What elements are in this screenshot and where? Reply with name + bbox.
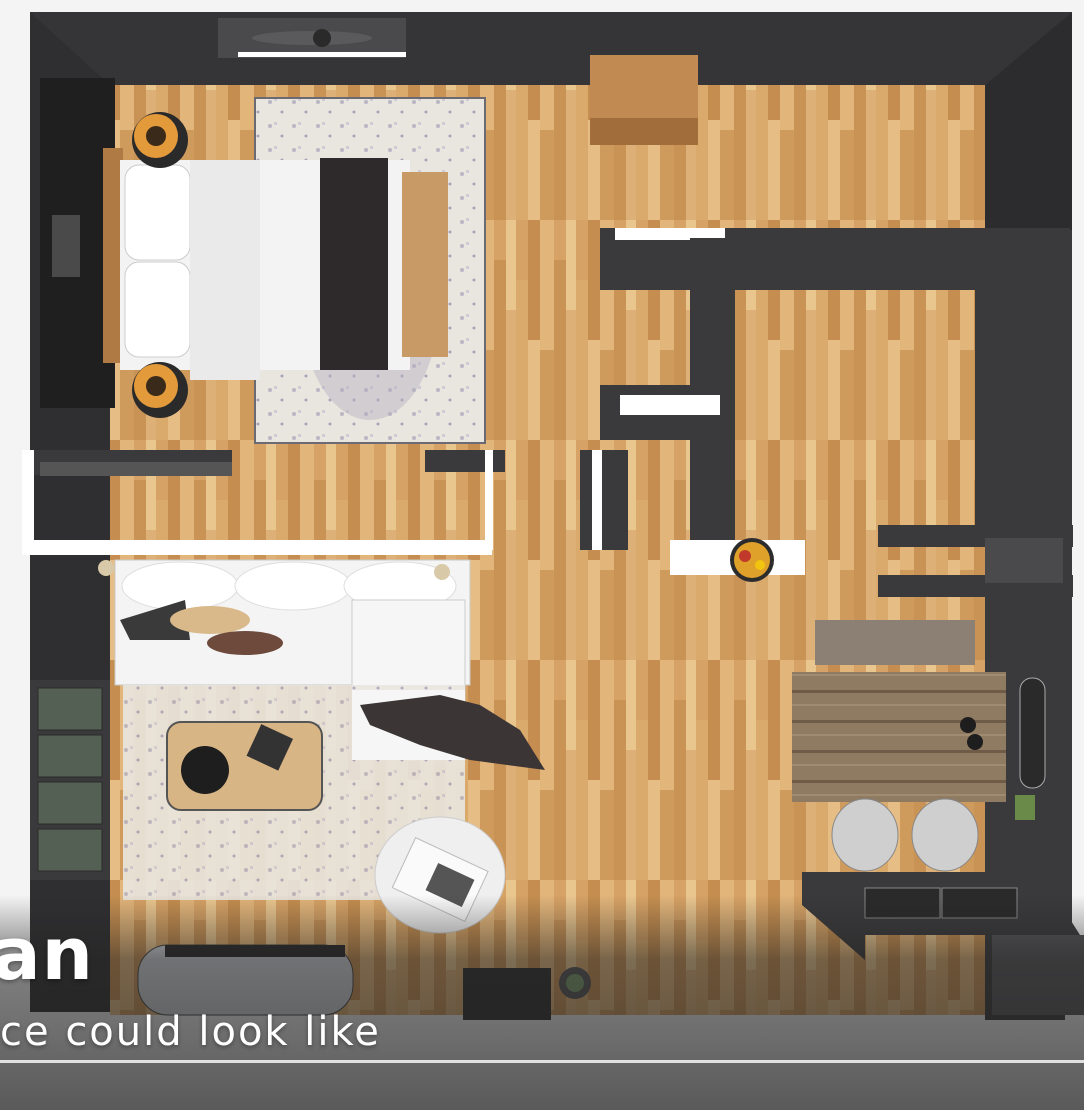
video-progress-line xyxy=(0,1060,1084,1063)
stool xyxy=(831,798,899,872)
bed-throw xyxy=(320,158,388,370)
dining-bench xyxy=(815,620,975,665)
throw-blanket xyxy=(360,695,545,770)
coffee-table xyxy=(166,721,323,811)
fruit-bowl xyxy=(730,538,774,582)
plant-icon xyxy=(559,967,591,999)
caption-subtitle: ce could look like xyxy=(0,1009,381,1055)
lamp-icon xyxy=(132,362,188,418)
caption-title: an xyxy=(0,912,94,996)
sofa xyxy=(98,559,471,761)
lamp-icon xyxy=(132,112,188,168)
ceiling-fan-icon xyxy=(218,18,406,58)
partition-wall xyxy=(22,450,505,555)
bed xyxy=(103,148,448,380)
window xyxy=(30,680,110,880)
bench xyxy=(402,172,448,357)
wall-mirror xyxy=(1019,677,1046,789)
stool xyxy=(911,798,979,872)
basket xyxy=(463,968,551,1020)
armchair xyxy=(374,816,506,934)
plant-icon xyxy=(1015,795,1035,820)
